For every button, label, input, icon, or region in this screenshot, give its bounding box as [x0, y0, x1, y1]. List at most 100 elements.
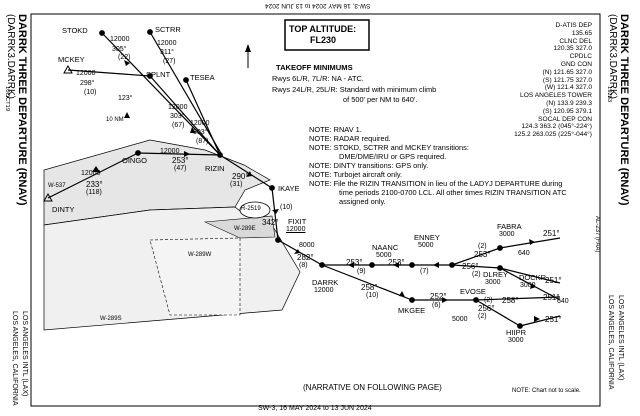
freq-line: (S) 121.75 327.0 — [542, 76, 592, 84]
top-altitude-value: FL230 — [310, 35, 337, 45]
alt-dockr: 3000 — [520, 282, 536, 289]
leg-enney-course: 253° — [388, 258, 405, 267]
top-altitude-box — [284, 19, 370, 51]
side-airport-right: LOS ANGELES INTL (LAX) — [617, 295, 624, 381]
freq-line: CPDLC — [569, 53, 592, 61]
takeoff-line-3: of 500' per NM to 640'. — [343, 95, 418, 104]
freq-line: LOS ANGELES TOWER — [520, 92, 592, 100]
freq-line: 135.65 — [571, 29, 592, 37]
restricted-r2519 — [239, 201, 271, 219]
fix-splnt: SPLNT — [146, 70, 171, 79]
freq-line: SOCAL DEP CON — [538, 115, 592, 123]
leg-fabra-dist: (2) — [478, 243, 487, 250]
side-amdt-left: 10OCT19 — [4, 86, 10, 112]
fix-mkgee: MKGEE — [398, 306, 426, 315]
fix-evose: EVOSE — [460, 287, 486, 296]
fix-dockr: DOCKR — [519, 273, 547, 282]
takeoff-line-2: Rwys 24L/R, 25L/R: Standard with minimum… — [272, 85, 437, 94]
note-line: NOTE: Turbojet aircraft only. — [309, 170, 403, 179]
exit-course-evose: 251° — [543, 293, 560, 302]
leg-tesea-course: 303° — [170, 113, 185, 120]
freq-line: D-ATIS DEP — [555, 22, 592, 29]
fix-mkgee-mark — [409, 297, 415, 303]
warning-area-w289w — [149, 237, 241, 316]
route-oingo — [137, 152, 221, 156]
route-hiipr-out — [519, 315, 561, 327]
area-w289e-label: W-289E — [234, 226, 256, 232]
freq-line: (S) 120.95 379.1 — [542, 107, 592, 115]
fix-oingo: OINGO — [122, 156, 148, 165]
note-line: DME/DME/IRU or GPS required. — [339, 152, 447, 161]
fix-naanc-mark — [369, 262, 375, 268]
route-dlrey — [451, 264, 501, 269]
alt-mckey: 12000 — [76, 70, 96, 77]
fix-dlrey: DLREY — [483, 270, 509, 279]
route-ikaye — [271, 187, 279, 241]
route-mckey — [67, 69, 151, 77]
leg-splnt-course: 123° — [118, 95, 133, 102]
freq-line: 120.35 327.0 — [553, 45, 592, 53]
fix-rizin-mark — [217, 152, 223, 158]
side-faa-ref: AL-237 (FAA) — [594, 216, 600, 253]
takeoff-title: TAKEOFF MINIMUMS — [276, 63, 353, 72]
fix-ikaye-mark — [269, 185, 275, 191]
route-fabra — [451, 247, 501, 266]
leg-sctrr-dist: (27) — [163, 58, 176, 65]
note-line: assigned only. — [339, 197, 386, 206]
route-stokd — [101, 32, 221, 156]
leg-naanc-course: 253° — [346, 258, 363, 267]
fix-fixit: FIXIT — [288, 217, 307, 226]
fix-dinty-mark — [43, 192, 53, 202]
route-sctrr — [149, 31, 223, 156]
fix-naanc: NAANC — [372, 243, 399, 252]
alt-640-a: 640 — [518, 250, 530, 257]
alt-naanc: 5000 — [376, 252, 392, 259]
route-hiipr — [475, 299, 521, 327]
side-amdt-right: 19283 — [606, 86, 612, 103]
leg-evose-course: 252° — [430, 292, 447, 301]
fix-stokd: STOKD — [62, 26, 88, 35]
fix-mckey: MCKEY — [58, 55, 85, 64]
leg-stokd-course: 305° — [112, 46, 127, 53]
fix-dlrey-mark — [449, 262, 455, 268]
leg-ikaye-course: 342° — [262, 218, 279, 227]
area-w537-label: W-537 — [48, 183, 66, 189]
route-evose-out — [475, 296, 561, 301]
leg-mkgee-course: 258° — [361, 283, 378, 292]
alt-darrk: 12000 — [314, 287, 334, 294]
alt-dlrey: 3000 — [485, 279, 501, 286]
alt-8000: 8000 — [299, 242, 315, 249]
fix-rizin: RIZIN — [205, 164, 225, 173]
fix-mckey-mark — [63, 64, 73, 74]
leg-dlrey-dist: (2) — [472, 271, 481, 278]
freq-line: (N) 121.65 327.0 — [542, 68, 593, 76]
fix-tesea: TESEA — [190, 73, 215, 82]
fix-oingo-mark — [135, 150, 141, 156]
fix-fabra-mark — [497, 245, 503, 251]
fix-sctrr: SCTRR — [155, 25, 181, 34]
leg-oingo-course: 253° — [172, 156, 189, 165]
alt-hiipr: 3000 — [508, 337, 524, 344]
note-line: NOTE: RNAV 1. — [309, 125, 362, 134]
leg-dockr-course: 258° — [502, 296, 519, 305]
exit-course-fabra: 251° — [543, 229, 560, 238]
takeoff-line-1: Rwys 6L/R, 7L/R: NA - ATC. — [272, 74, 364, 83]
alt-sctrr: 12000 — [157, 40, 177, 47]
exit-course-dockr: 251° — [545, 276, 562, 285]
area-r2519-label: R-2519 — [241, 206, 261, 212]
freq-line: (N) 133.9 239.3 — [546, 99, 592, 107]
route-dockr — [499, 267, 561, 284]
fix-enney-mark — [409, 262, 415, 268]
route-dinty — [47, 152, 139, 199]
route-dockr-out — [499, 267, 561, 301]
fix-enney: ENNEY — [414, 233, 440, 242]
alt-enney: 5000 — [418, 242, 434, 249]
leg-oingo-dist: (47) — [174, 165, 187, 172]
leg-hiipr-course: 256° — [478, 304, 495, 313]
not-to-scale-note: NOTE: Chart not to scale. — [512, 388, 581, 394]
leg-mckey-dist: (10) — [84, 89, 97, 96]
side-airport-left: LOS ANGELES INTL (LAX) — [21, 311, 28, 397]
top-altitude-label: TOP ALTITUDE: — [289, 24, 357, 34]
fix-fixit-mark — [275, 237, 281, 243]
